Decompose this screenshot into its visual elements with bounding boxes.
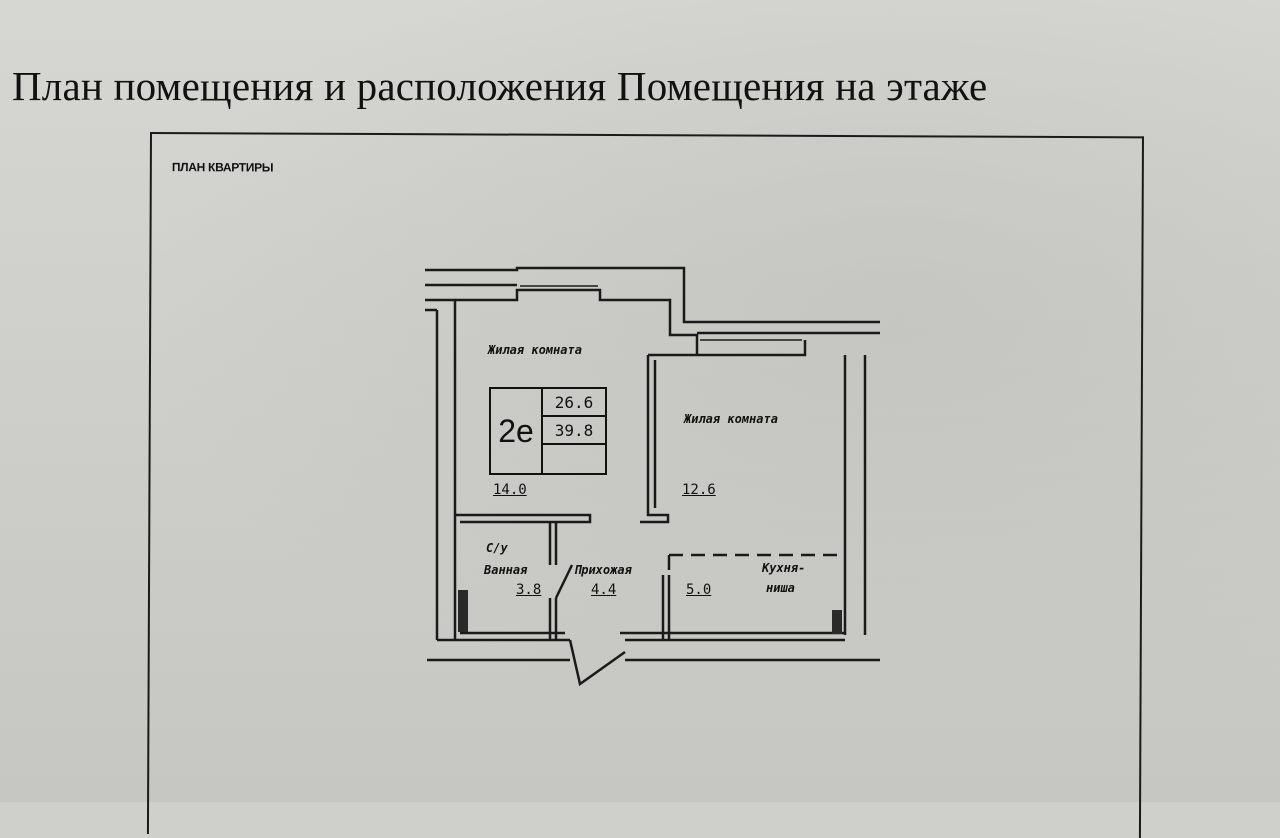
- window-sill: [697, 340, 807, 357]
- living-area-value: 26.6: [543, 389, 605, 417]
- living-room-1-label: Жилая комната: [488, 343, 582, 357]
- living-room-2-area: 12.6: [682, 482, 716, 498]
- bath-top-wall: [455, 513, 592, 524]
- living-room-2-label: Жилая комната: [684, 412, 778, 426]
- bathroom-label-line1: С/у: [486, 541, 508, 555]
- left-outer-wall: [425, 298, 457, 640]
- apartment-badge: 2е 26.6 39.8: [489, 387, 607, 475]
- hallway-area: 4.4: [591, 582, 617, 598]
- bath-door-swing: [554, 564, 574, 599]
- outer-corridor-line: [425, 266, 880, 324]
- bathroom-area: 3.8: [516, 582, 542, 598]
- floor-plan-drawing: [425, 266, 880, 687]
- bath-riser: [458, 590, 468, 632]
- kitchen-label-line1: Кухня-: [762, 561, 806, 575]
- top-wall: [455, 288, 699, 355]
- room-partition: [640, 355, 670, 524]
- bathroom-label-line2: Ванная: [484, 563, 528, 577]
- badge-empty-cell: [543, 445, 605, 473]
- total-area-value: 39.8: [543, 417, 605, 445]
- entrance-door: [568, 639, 626, 687]
- living-room-1-area: 14.0: [493, 482, 527, 498]
- apartment-type: 2е: [491, 389, 543, 473]
- hallway-label: Прихожая: [574, 563, 632, 577]
- kitchen-area: 5.0: [686, 582, 712, 598]
- page-heading: План помещения и расположения Помещения …: [12, 63, 988, 109]
- kitchen-label-line2: ниша: [766, 581, 795, 595]
- kitchen-riser: [832, 610, 842, 634]
- document-background: [0, 0, 1280, 802]
